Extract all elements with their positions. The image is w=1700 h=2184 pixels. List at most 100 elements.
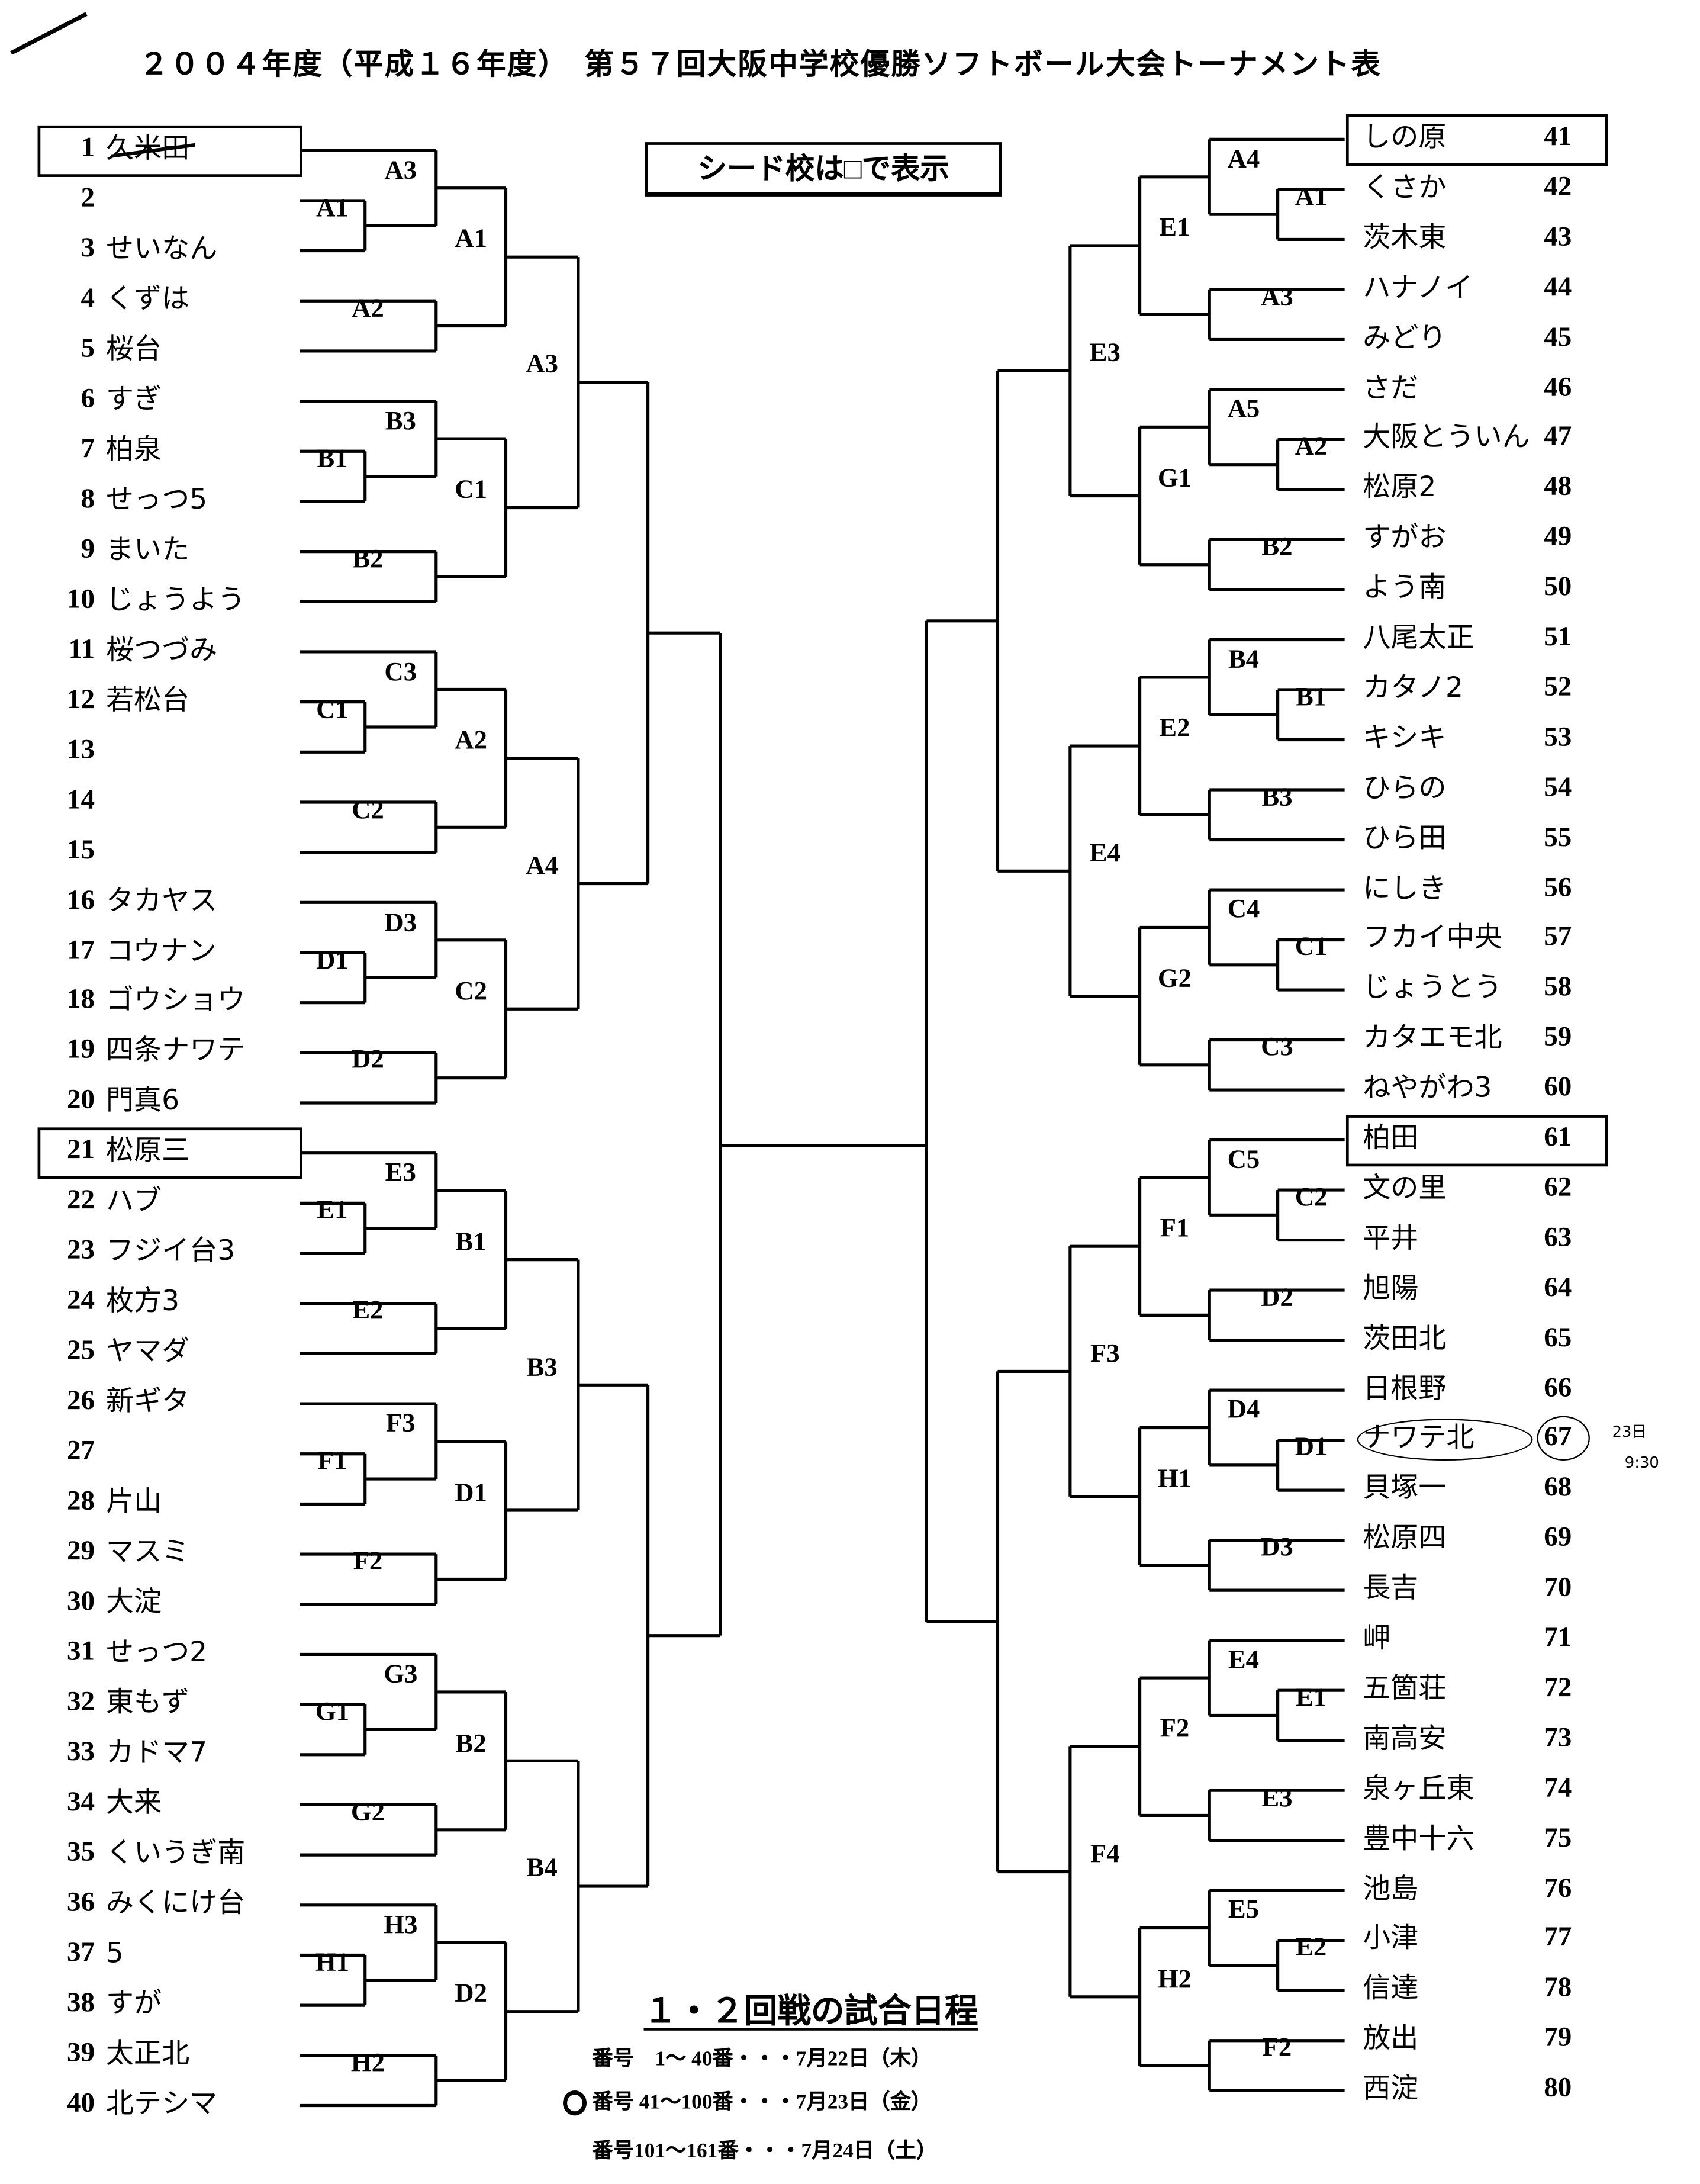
match-label: A1 [1295, 182, 1328, 212]
team-name: 長吉 [1363, 1571, 1419, 1604]
team-number: 70 [1544, 1572, 1572, 1603]
match-label: E3 [1089, 339, 1121, 368]
circle-mark [563, 2090, 587, 2116]
team-number: 1 [81, 132, 95, 163]
match-label: C2 [455, 977, 487, 1006]
team-number: 74 [1544, 1772, 1572, 1803]
team-name: 門真6 [105, 1083, 180, 1117]
match-label: F2 [1160, 1715, 1190, 1744]
team-name: コウナン [105, 933, 217, 967]
team-number: 17 [66, 934, 95, 966]
team-name: 泉ヶ丘東 [1363, 1771, 1474, 1805]
match-label: E2 [352, 1296, 384, 1326]
team-number: 41 [1544, 121, 1572, 152]
team-number: 2 [81, 182, 95, 214]
team-name: しの原 [1363, 120, 1447, 153]
team-number: 75 [1544, 1822, 1572, 1853]
team-name: 西淀 [1363, 2071, 1419, 2105]
team-number: 11 [68, 633, 95, 665]
team-number: 53 [1544, 721, 1572, 752]
match-label: F4 [1090, 1839, 1120, 1869]
team-name: せっつ2 [105, 1635, 208, 1668]
team-number: 43 [1544, 221, 1572, 252]
team-number: 58 [1544, 972, 1572, 1003]
team-name: カタエモ北 [1363, 1020, 1502, 1054]
team-name: 大淀 [105, 1584, 162, 1619]
team-name: 北テシマ [105, 2086, 218, 2120]
match-label: A1 [316, 194, 349, 223]
team-name: にしき [1363, 870, 1447, 904]
team-name: ひらの [1363, 770, 1447, 804]
team-number: 50 [1544, 571, 1572, 603]
match-label: D2 [455, 1979, 487, 2009]
match-label: A4 [1227, 144, 1260, 175]
match-label: H1 [1157, 1464, 1192, 1494]
team-number: 9 [81, 533, 95, 564]
match-label: E2 [1159, 713, 1190, 744]
team-number: 71 [1544, 1622, 1572, 1653]
team-name: 平井 [1363, 1220, 1419, 1255]
team-name: じょうよう [105, 582, 246, 616]
team-name: フカイ中央 [1363, 920, 1502, 954]
team-number: 69 [1544, 1522, 1572, 1553]
match-label: B4 [526, 1854, 558, 1884]
team-name: 片山 [105, 1484, 162, 1518]
team-name: せいなん [105, 231, 218, 265]
match-label: G1 [315, 1697, 350, 1727]
team-name: くずは [105, 281, 190, 315]
match-label: E1 [1295, 1683, 1327, 1713]
circle-mark [1537, 1416, 1590, 1461]
team-name: さだ [1363, 369, 1419, 404]
team-name: カタノ2 [1363, 670, 1463, 704]
match-label: C5 [1227, 1145, 1260, 1175]
team-number: 57 [1544, 921, 1572, 953]
match-label: B3 [526, 1353, 558, 1382]
schedule-row: 番号 41～100番・・・7月23日（金） [592, 2092, 932, 2115]
match-label: F3 [385, 1409, 416, 1439]
team-name: ハナノイ [1363, 269, 1473, 304]
team-name: 若松台 [105, 682, 190, 716]
team-name: くさか [1363, 169, 1447, 204]
team-name: 松原三 [105, 1133, 190, 1167]
team-number: 3 [81, 232, 95, 263]
team-number: 49 [1544, 521, 1572, 552]
team-number: 7 [81, 433, 95, 464]
match-label: E4 [1228, 1645, 1260, 1675]
team-number: 13 [66, 734, 95, 765]
seed-box [1345, 1115, 1608, 1167]
team-number: 63 [1544, 1221, 1572, 1253]
team-name: 東もず [105, 1685, 190, 1719]
team-number: 76 [1544, 1872, 1572, 1903]
team-number: 45 [1544, 321, 1572, 352]
match-label: E3 [385, 1159, 416, 1188]
seed-box [1345, 114, 1608, 166]
team-number: 40 [66, 2087, 95, 2118]
team-name: すが [105, 1986, 162, 2019]
match-label: G1 [1157, 464, 1192, 493]
team-name: まいた [105, 532, 190, 566]
team-number: 28 [66, 1485, 95, 1517]
match-label: D1 [316, 945, 349, 975]
team-number: 55 [1544, 821, 1572, 853]
pen-stroke [10, 12, 88, 55]
circle-mark [1357, 1419, 1533, 1461]
match-label: C2 [1295, 1183, 1328, 1212]
team-number: 6 [81, 382, 95, 414]
team-name: ハブ [105, 1183, 162, 1217]
team-number: 65 [1544, 1321, 1572, 1353]
team-number: 31 [66, 1636, 95, 1667]
team-name: 放出 [1363, 2021, 1419, 2055]
team-number: 8 [81, 483, 95, 514]
team-name: フジイ台3 [105, 1234, 236, 1268]
team-number: 36 [66, 1887, 95, 1918]
team-name: 五箇荘 [1363, 1671, 1447, 1704]
team-name: よう南 [1363, 570, 1447, 604]
team-number: 66 [1544, 1372, 1572, 1403]
seed-note: シード校は□で表示 [645, 142, 1002, 197]
team-name: 太正北 [105, 2035, 190, 2070]
match-label: A2 [455, 726, 487, 756]
team-name: カドマ7 [105, 1735, 208, 1769]
team-name: 柏泉 [105, 432, 162, 465]
team-name: 貝塚一 [1363, 1471, 1447, 1504]
